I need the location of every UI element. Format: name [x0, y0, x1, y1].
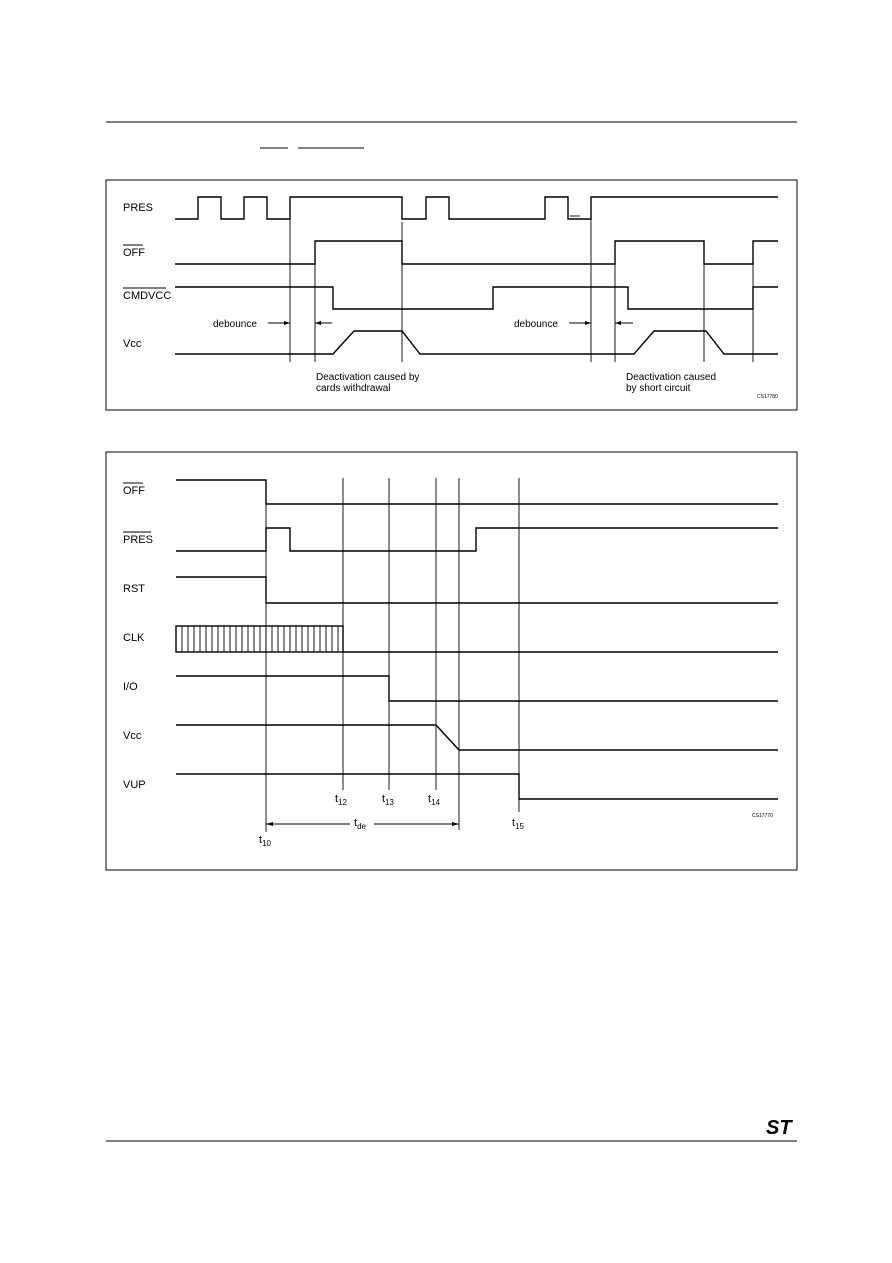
signal-label-vup: VUP [123, 779, 146, 791]
waveform-vcc-2 [176, 724, 778, 751]
tde-arrow [266, 822, 459, 826]
waveform-vcc [175, 330, 778, 355]
signal-label-vcc: Vcc [123, 338, 142, 350]
diagram-1-markers [289, 200, 754, 362]
signal-label-cmdvcc: CMDVCC [123, 290, 171, 302]
time-label-tde: tde [354, 817, 367, 831]
signal-label-rst: RST [123, 583, 145, 595]
debounce-arrow-1 [268, 321, 332, 325]
signal-label-pres: PRES [123, 202, 153, 214]
waveform-pres [175, 196, 778, 220]
annotation-withdrawal-1: Deactivation caused by [316, 372, 419, 383]
debounce-label-1: debounce [213, 319, 257, 330]
signal-label-off-2: OFF [123, 485, 145, 497]
debounce-label-2: debounce [514, 319, 558, 330]
time-label-t15: t15 [512, 817, 525, 831]
debounce-arrow-2 [569, 321, 633, 325]
signal-label-vcc-2: Vcc [123, 730, 142, 742]
time-label-t13: t13 [382, 793, 395, 807]
st-logo-text: ST [766, 1117, 793, 1139]
time-label-t10: t10 [259, 834, 272, 848]
signal-label-clk: CLK [123, 632, 145, 644]
timing-diagram-1: PRES OFF CMDVCC Vcc debounce [105, 179, 798, 411]
annotation-short-2: by short circuit [626, 383, 691, 394]
annotation-short-1: Deactivation caused [626, 372, 716, 383]
diagram-1-frame [105, 179, 798, 411]
diagram-1-code: CS17780 [757, 394, 778, 400]
signal-label-off: OFF [123, 247, 145, 259]
diagram-2-frame [105, 451, 798, 871]
signal-label-io: I/O [123, 681, 138, 693]
diagram-2-code: CS17770 [752, 813, 773, 819]
st-logo: ST [766, 1117, 793, 1139]
time-label-t12: t12 [335, 793, 348, 807]
annotation-withdrawal-2: cards withdrawal [316, 383, 390, 394]
waveform-cmdvcc [175, 286, 778, 310]
waveform-off [175, 240, 778, 265]
time-label-t14: t14 [428, 793, 441, 807]
diagram-2-markers [265, 478, 520, 832]
signal-label-pres-2: PRES [123, 534, 153, 546]
timing-diagram-2: OFF PRES RST CLK I/O Vcc VUP [105, 451, 798, 871]
